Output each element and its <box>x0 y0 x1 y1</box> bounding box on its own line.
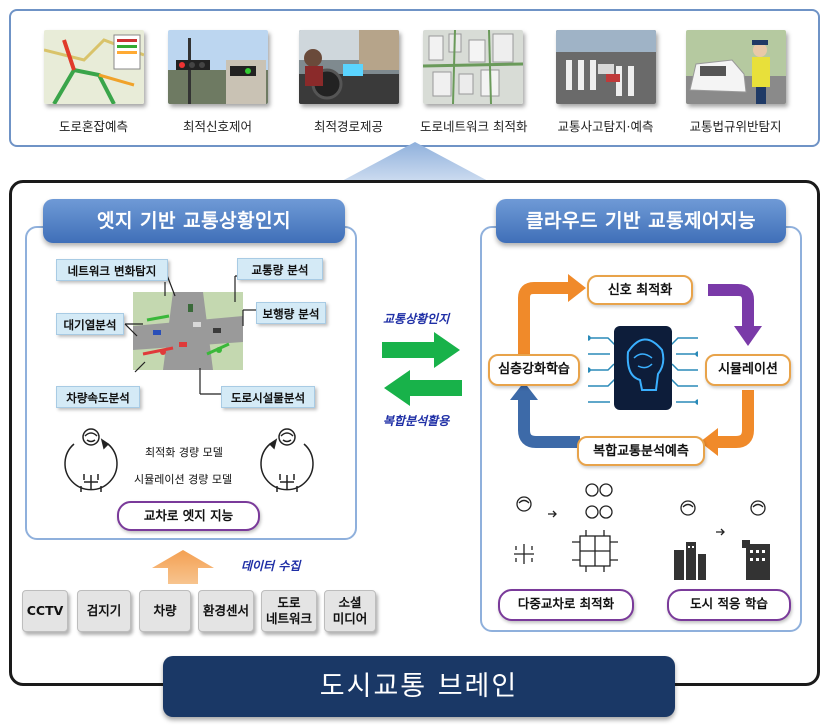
urban-traffic-brain-banner: 도시교통 브레인 <box>163 656 675 717</box>
model-optimization-label: 최적화 경량 모델 <box>145 446 223 459</box>
applications-panel <box>9 9 820 147</box>
intersection-image <box>133 292 243 370</box>
data-collection-arrow <box>152 550 214 584</box>
driver-navigation-image <box>298 30 399 104</box>
city-road-network-image <box>422 30 523 104</box>
app-label: 최적신호제어 <box>182 119 252 134</box>
cycle-deep-reinforcement: 심층강화학습 <box>488 354 580 386</box>
multi-intersection-label: 다중교차로 최적화 <box>498 589 634 621</box>
app-label: 도로네트워크 최적화 <box>420 119 528 134</box>
cycle-composite-prediction: 복합교통분석예측 <box>577 436 705 466</box>
source-social-media: 소셜 미디어 <box>324 590 376 632</box>
app-signal-control: 최적신호제어 <box>165 30 270 135</box>
edge-model-loop-left <box>64 428 118 492</box>
intersection-edge-label: 교차로 엣지 지능 <box>117 501 260 531</box>
cycle-arrows <box>510 274 762 456</box>
left-arrow-green <box>384 370 462 406</box>
callout-speed: 차량속도분석 <box>56 386 140 408</box>
callout-facility: 도로시설물분석 <box>221 386 315 408</box>
accident-detection-image <box>555 30 656 104</box>
callout-pedestrian: 보행량 분석 <box>256 302 326 324</box>
source-road-network: 도로 네트워크 <box>261 590 317 632</box>
source-detector: 검지기 <box>77 590 131 632</box>
right-arrow-green <box>382 332 460 368</box>
ai-brain-chip-icon <box>588 326 698 410</box>
callout-queue: 대기열분석 <box>56 313 124 335</box>
app-road-network: 도로네트워크 최적화 <box>420 30 528 135</box>
situational-awareness-label: 교통상황인지 <box>383 312 450 326</box>
edge-model-loop-right <box>260 428 314 492</box>
up-arrow-to-applications <box>340 142 490 198</box>
callout-network-change: 네트워크 변화탐지 <box>56 259 168 281</box>
city-adaptation-label: 도시 적응 학습 <box>667 589 791 621</box>
app-congestion-prediction: 도로혼잡예측 <box>41 30 146 135</box>
cycle-simulation: 시뮬레이션 <box>705 354 791 386</box>
traffic-police-image <box>685 30 786 104</box>
multi-intersection-diagram <box>514 483 618 572</box>
app-label: 교통사고탐지·예측 <box>557 119 654 134</box>
app-accident-detection: 교통사고탐지·예측 <box>553 30 658 135</box>
model-simulation-label: 시뮬레이션 경량 모델 <box>134 473 233 486</box>
composite-analysis-label: 복합분석활용 <box>383 414 450 428</box>
callout-traffic-volume: 교통량 분석 <box>237 258 323 280</box>
source-environment-sensor: 환경센서 <box>198 590 254 632</box>
app-label: 도로혼잡예측 <box>58 119 128 134</box>
cycle-signal-optimization: 신호 최적화 <box>587 275 693 305</box>
data-collection-label: 데이터 수집 <box>241 559 301 573</box>
app-violation-detection: 교통법규위반탐지 <box>683 30 788 135</box>
edge-panel-title: 엣지 기반 교통상황인지 <box>43 199 345 243</box>
app-optimal-route: 최적경로제공 <box>296 30 401 135</box>
app-label: 교통법규위반탐지 <box>689 119 782 134</box>
source-cctv: CCTV <box>22 590 68 632</box>
traffic-signal-image <box>167 30 268 104</box>
source-vehicle: 차량 <box>139 590 191 632</box>
cloud-panel-title: 클라우드 기반 교통제어지능 <box>496 199 786 243</box>
traffic-congestion-map-image <box>43 30 144 104</box>
app-label: 최적경로제공 <box>313 119 383 134</box>
city-adaptation-diagram <box>674 500 770 580</box>
